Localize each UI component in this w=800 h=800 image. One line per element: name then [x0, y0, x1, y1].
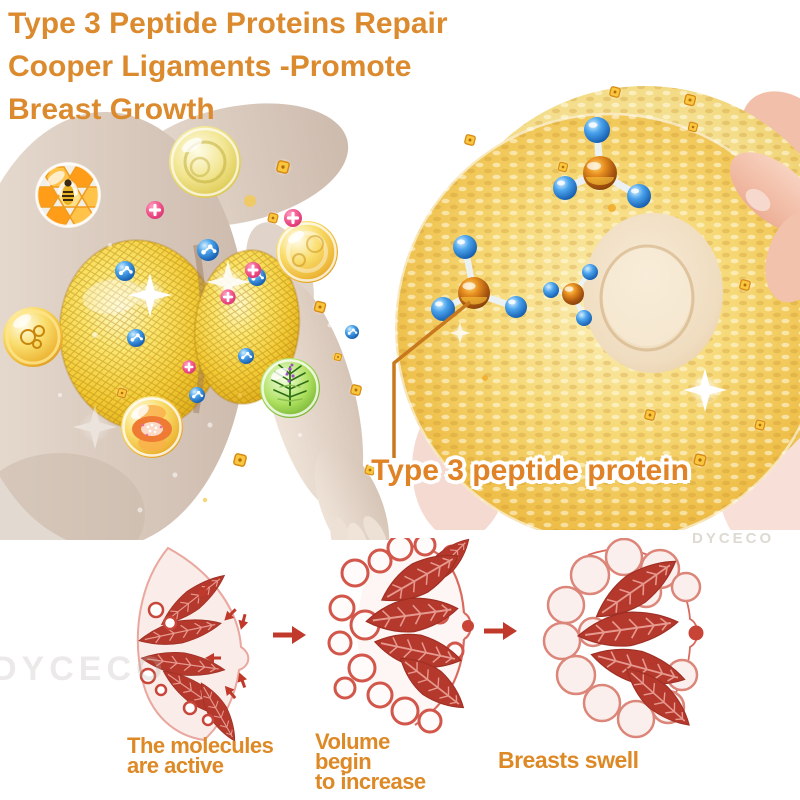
watermark-bottom-left: DYCECO [0, 650, 168, 688]
golden-serum-bubble-icon [169, 126, 241, 198]
arrow-right-icon [484, 622, 517, 640]
flower-essence-bubble-icon [121, 396, 183, 458]
specks [58, 243, 333, 513]
patch-callout-label: Type 3 peptide protein [371, 454, 689, 487]
golden-essence-bubble-icon [276, 221, 338, 283]
callout-line [392, 300, 472, 458]
step-3-line-1: Breasts swell [498, 747, 639, 773]
breast-stage-3 [542, 538, 704, 739]
peptide-molecule-small [543, 264, 598, 326]
gold-patch-photo [394, 83, 800, 530]
golden-coin-bubble-icon [3, 307, 63, 367]
peptide-molecule-large [553, 117, 651, 208]
rosemary-plant-bubble-icon [260, 358, 320, 418]
step-1-line-2: are active [127, 753, 224, 778]
breast-stage-1 [135, 546, 250, 747]
breast-stage-2 [327, 538, 478, 734]
gold-cube-particles [461, 83, 768, 470]
headline-line-2: Cooper Ligaments -Promote [8, 50, 412, 83]
peptide-molecule-medium [431, 235, 527, 321]
headline: Type 3 Peptide Proteins Repair Cooper Li… [8, 2, 448, 131]
arrow-right-icon [273, 626, 306, 644]
step-2-line-1: Volume [315, 729, 390, 754]
breast-growth-diagram [135, 538, 704, 747]
step-1-label: The molecules are active [127, 733, 274, 778]
step-2-label: Volume begin to increase [315, 729, 426, 794]
step-1-line-1: The molecules [127, 733, 274, 758]
model-torso-illustration [0, 103, 390, 540]
headline-line-1: Type 3 Peptide Proteins Repair [8, 7, 448, 40]
inner-adhesive-pad [583, 213, 723, 373]
honeycomb-bee-bubble-icon [35, 162, 101, 228]
step-2-line-2: begin [315, 749, 372, 774]
holding-hand-thumb [729, 152, 800, 303]
bee-icon [58, 179, 78, 205]
watermark-top-right: DYCECO [692, 530, 775, 547]
step-3-label: Breasts swell [498, 747, 639, 773]
step-2-line-3: to increase [315, 769, 426, 794]
headline-line-3: Breast Growth [8, 93, 215, 126]
